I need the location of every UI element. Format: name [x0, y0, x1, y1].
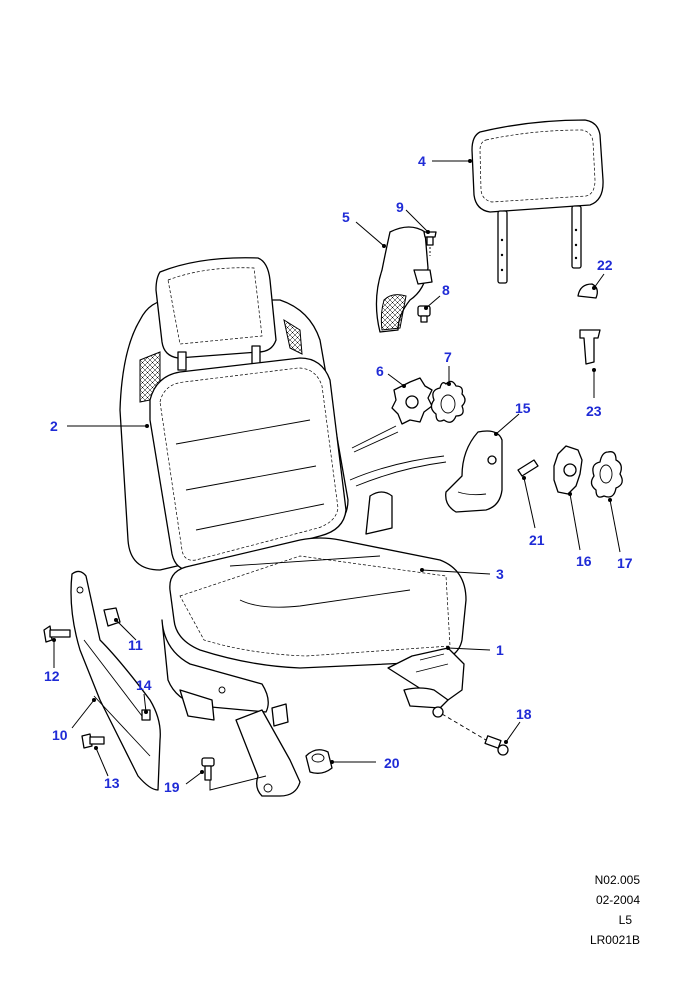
callout-14: 14 — [136, 677, 152, 693]
callout-4: 4 — [418, 153, 426, 169]
leader-lines — [52, 159, 621, 791]
seat-back — [119, 257, 349, 571]
seat-cushion — [169, 537, 467, 669]
seat-adjuster — [387, 647, 465, 718]
footer-date: 02-2004 — [595, 893, 640, 907]
callout-7: 7 — [444, 349, 452, 365]
clip-8 — [417, 305, 431, 323]
callout-17: 17 — [617, 555, 633, 571]
screw-12 — [43, 625, 71, 643]
callout-11: 11 — [128, 637, 143, 653]
callout-13: 13 — [104, 775, 120, 791]
callout-12: 12 — [44, 668, 60, 684]
callout-16: 16 — [576, 553, 592, 569]
clip-11 — [103, 607, 121, 627]
callout-8: 8 — [442, 282, 450, 298]
footer-ref-code: N02.005 — [594, 873, 640, 887]
recline-knob-cover — [430, 380, 466, 423]
side-valance-panel — [70, 570, 161, 791]
callout-22: 22 — [597, 257, 613, 273]
screw-13 — [81, 733, 105, 749]
callout-1: 1 — [496, 642, 504, 658]
footer-level: L5 — [618, 913, 632, 927]
seatbelt-buckle — [349, 425, 447, 535]
headrest — [471, 119, 604, 284]
callout-2: 2 — [50, 418, 58, 434]
seat-base-frame — [161, 619, 301, 797]
lumbar-knob — [553, 445, 583, 495]
side-trim-cover — [445, 430, 503, 513]
lumbar-knob-cover — [590, 451, 623, 498]
callout-19: 19 — [164, 779, 180, 795]
pin-21 — [517, 459, 539, 477]
callout-9: 9 — [396, 199, 404, 215]
callout-5: 5 — [342, 209, 350, 225]
callout-23: 23 — [586, 403, 602, 419]
armrest-trim — [375, 226, 433, 333]
callout-18: 18 — [516, 706, 532, 722]
callout-numbers: 1 2 3 4 5 6 7 8 9 10 11 12 13 14 15 16 1… — [44, 153, 633, 795]
callout-20: 20 — [384, 755, 400, 771]
callout-21: 21 — [529, 532, 545, 548]
callout-15: 15 — [515, 400, 531, 416]
guide-bush — [579, 329, 601, 365]
bolt-19 — [201, 757, 215, 781]
bolt-18 — [441, 713, 509, 756]
nut-20 — [305, 749, 333, 774]
callout-10: 10 — [52, 727, 68, 743]
callout-3: 3 — [496, 566, 504, 582]
footer-illustration-id: LR0021B — [589, 933, 640, 947]
recline-knob — [391, 377, 433, 425]
callout-6: 6 — [376, 363, 384, 379]
